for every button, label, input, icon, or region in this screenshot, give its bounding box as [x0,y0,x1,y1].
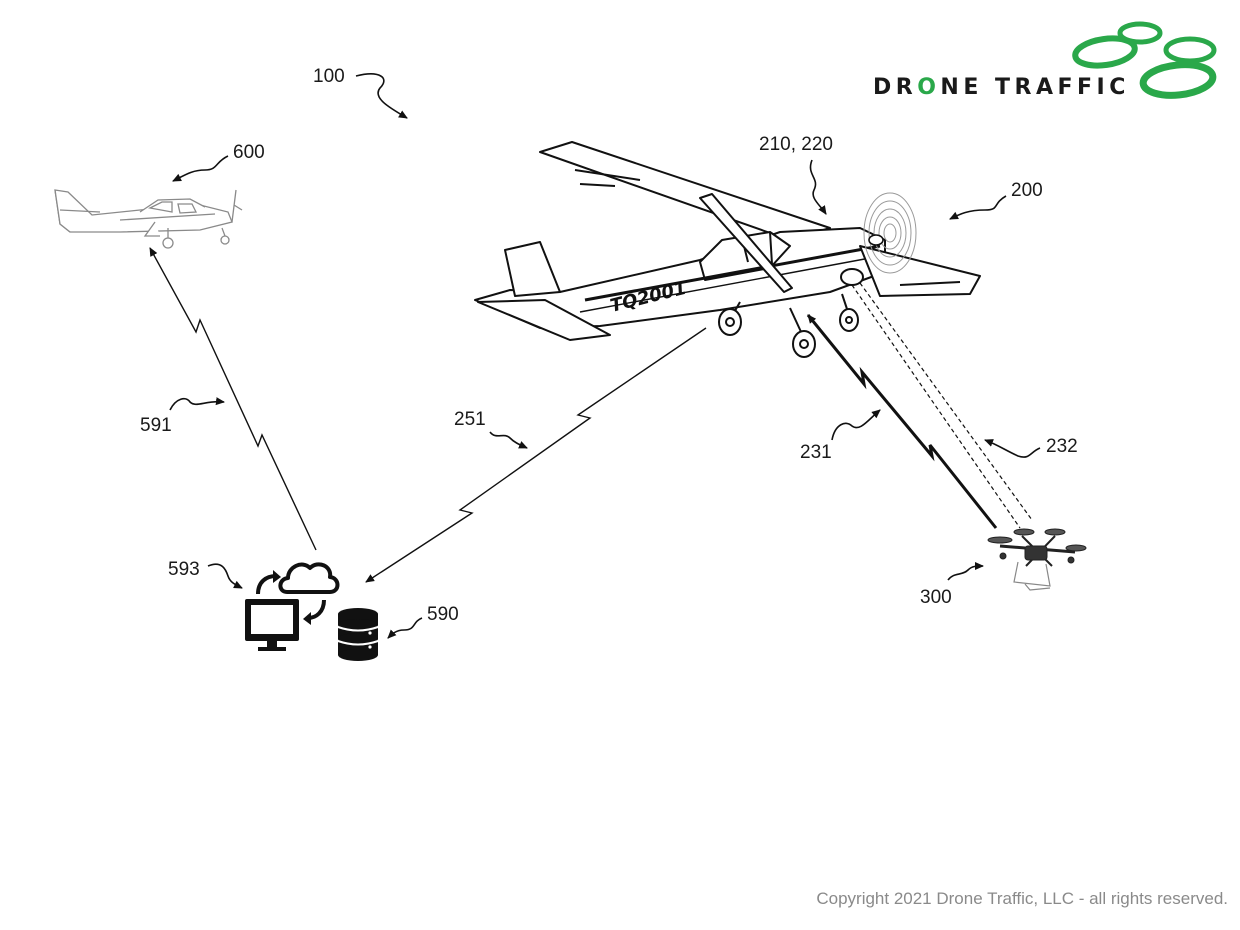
svg-text:231: 231 [800,442,832,463]
drone-traffic-logo: DRONE TRAFFIC [873,21,1217,100]
monitor-icon [245,599,299,651]
svg-text:590: 590 [427,604,459,625]
svg-text:600: 600 [233,142,265,163]
svg-text:300: 300 [920,587,952,608]
ground-station [245,562,340,651]
label-database-590: 590 [387,604,459,639]
aircraft-icon [474,141,981,358]
svg-text:591: 591 [140,415,172,436]
cloud-icon [278,562,340,594]
label-drone-300: 300 [920,562,984,608]
svg-text:251: 251 [454,409,486,430]
label-aircraft-sensors-210-220: 210, 220 [759,134,833,215]
label-aircraft-200: 200 [949,180,1043,220]
svg-text:200: 200 [1011,180,1043,201]
second-aircraft-icon [54,189,243,249]
label-link-231: 231 [800,409,881,463]
wireless-link-251 [365,327,707,583]
label-ground-station-593: 593 [168,559,243,589]
label-link-591: 591 [140,397,225,436]
sync-arrows-icon [256,570,326,625]
svg-text:210, 220: 210, 220 [759,134,833,155]
logo-rings-icon [1072,21,1217,99]
database-icon [337,608,379,661]
label-second-aircraft-600: 600 [172,142,265,182]
copyright-notice: Copyright 2021 Drone Traffic, LLC - all … [816,889,1228,908]
wireless-link-231 [806,314,998,529]
drone-icon [987,528,1087,591]
label-link-251: 251 [454,409,528,449]
svg-text:593: 593 [168,559,200,580]
sensor-beam-232 [851,282,1033,529]
label-sensor-beam-232: 232 [984,436,1078,458]
wireless-link-591 [149,247,317,551]
logo-wordmark: DRONE TRAFFIC [873,75,1130,100]
svg-text:100: 100 [313,66,345,87]
svg-text:232: 232 [1046,436,1078,457]
label-system-100: 100 [313,66,408,119]
propeller-icon [863,192,917,274]
